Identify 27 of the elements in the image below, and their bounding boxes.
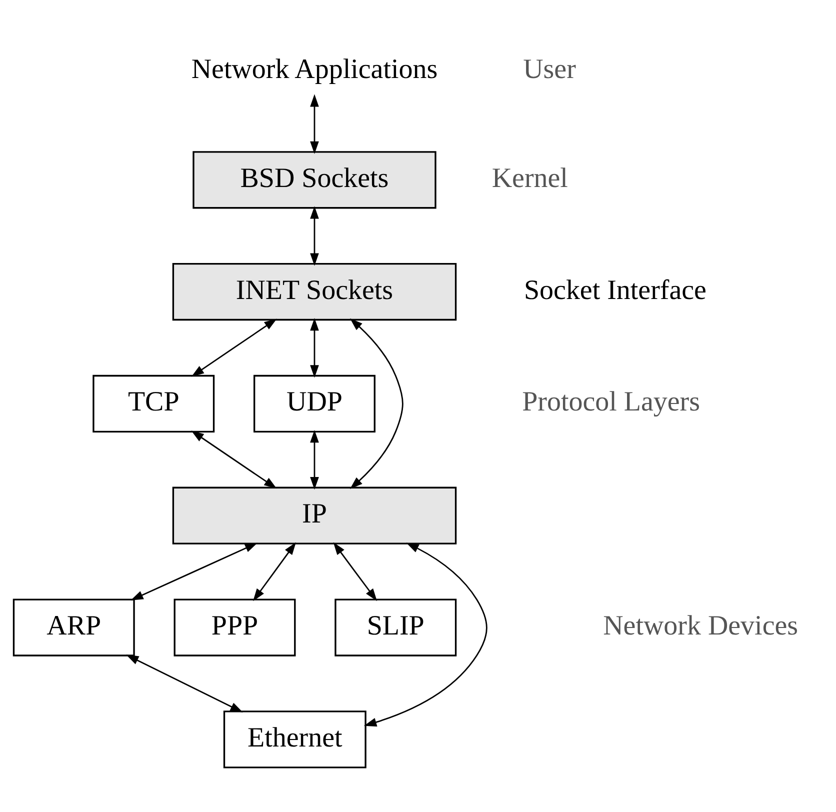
- arrow: [310, 318, 319, 378]
- node-box: BSD Sockets: [192, 150, 436, 208]
- node-box: PPP: [174, 598, 296, 656]
- arrow: [191, 318, 277, 376]
- arrow: [310, 94, 319, 154]
- node-box: ARP: [12, 598, 135, 656]
- label: Protocol Layers: [522, 386, 700, 418]
- node-text: Network Applications: [191, 53, 438, 84]
- node-box: INET Sockets: [172, 262, 457, 320]
- arrow: [333, 542, 378, 601]
- node-box: Ethernet: [223, 710, 366, 768]
- node-box: TCP: [92, 374, 215, 432]
- arrow: [310, 206, 319, 266]
- arrow: [130, 542, 258, 600]
- label: Network Devices: [603, 610, 798, 642]
- arrow: [350, 318, 404, 489]
- arrow: [126, 654, 243, 712]
- node-box: SLIP: [334, 598, 457, 656]
- node-box: IP: [172, 486, 457, 544]
- node-box: UDP: [254, 374, 376, 432]
- label: User: [523, 53, 576, 84]
- label: Socket Interface: [524, 274, 706, 306]
- arrow: [191, 430, 277, 488]
- arrow: [252, 542, 296, 601]
- label: Kernel: [492, 162, 568, 194]
- arrow: [310, 429, 319, 490]
- arrow: [364, 542, 488, 726]
